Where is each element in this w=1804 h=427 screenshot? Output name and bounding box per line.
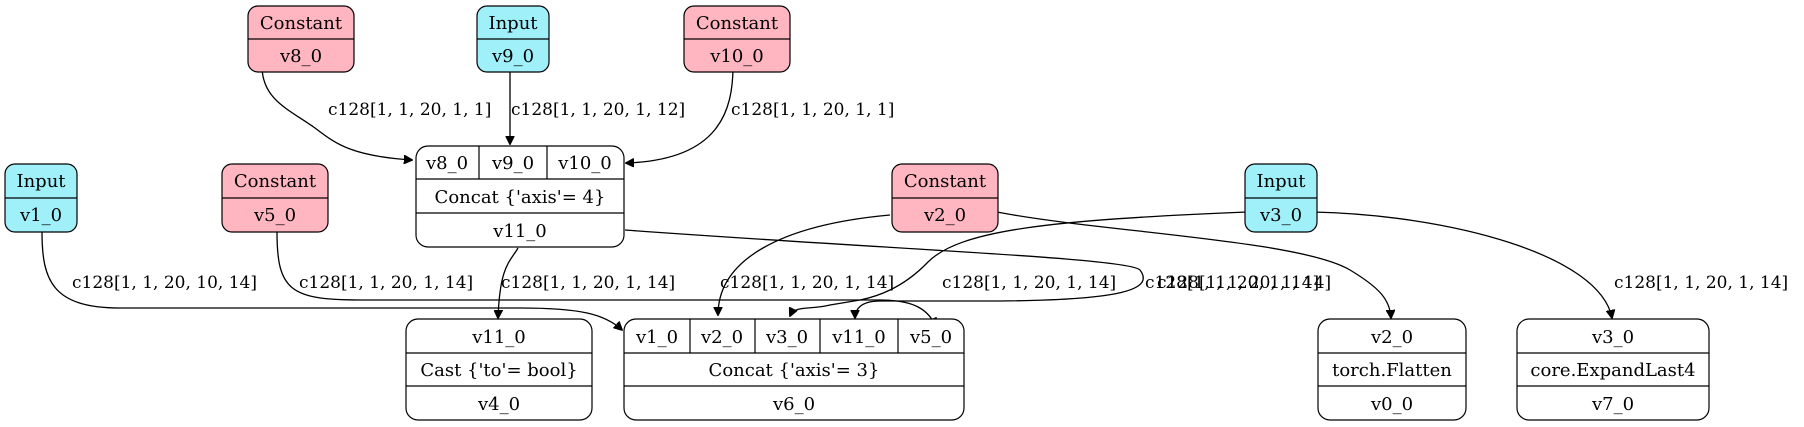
- node-kind: Input: [16, 171, 66, 192]
- input-port: v9_0: [491, 153, 534, 174]
- node-kind: Constant: [234, 171, 317, 192]
- input-port: v5_0: [909, 327, 952, 348]
- output-name: v11_0: [492, 221, 547, 242]
- edge-label-v10: c128[1, 1, 20, 1, 1]: [731, 100, 894, 120]
- node-name: v8_0: [279, 46, 322, 67]
- edge-label-v1: c128[1, 1, 20, 10, 14]: [72, 273, 257, 293]
- output-name: v4_0: [477, 394, 520, 415]
- node-v1-input[interactable]: Input v1_0: [4, 163, 78, 233]
- edge-label-v11-concat: c128[1, 1, 20, 1, 14]: [1145, 273, 1319, 293]
- node-name: v10_0: [709, 46, 764, 67]
- op-label: Concat {'axis'= 4}: [435, 187, 606, 208]
- node-v5-constant[interactable]: Constant v5_0: [221, 163, 329, 233]
- node-v8-constant[interactable]: Constant v8_0: [247, 5, 355, 73]
- edge-v11-to-cast4: [498, 247, 519, 318]
- node-v2-constant[interactable]: Constant v2_0: [891, 163, 999, 233]
- node-flatten-v0[interactable]: v2_0 torch.Flatten v0_0: [1317, 318, 1467, 421]
- op-label: Cast {'to'= bool}: [420, 360, 577, 381]
- node-name: v3_0: [1259, 205, 1302, 226]
- output-name: v7_0: [1591, 394, 1634, 415]
- edge-label-v2-flatten: c128[1, 1, 20, 1, 14]: [1157, 273, 1331, 293]
- node-v9-input[interactable]: Input v9_0: [476, 5, 550, 73]
- edges: c128[1, 1, 20, 1, 1] c128[1, 1, 20, 1, 1…: [41, 65, 1788, 330]
- output-name: v0_0: [1370, 394, 1413, 415]
- node-kind: Constant: [260, 13, 343, 34]
- node-kind: Constant: [696, 13, 779, 34]
- op-label: Concat {'axis'= 3}: [709, 360, 880, 381]
- node-cast-v4[interactable]: v11_0 Cast {'to'= bool} v4_0: [405, 318, 593, 421]
- node-concat-v6[interactable]: v1_0 v2_0 v3_0 v11_0 v5_0 Concat {'axis'…: [623, 318, 965, 421]
- edge-label-v3-expand: c128[1, 1, 20, 1, 14]: [1614, 273, 1788, 293]
- edge-v2-to-concat6: [718, 214, 891, 315]
- input-port: v1_0: [635, 327, 678, 348]
- node-expand-v7[interactable]: v3_0 core.ExpandLast4 v7_0: [1516, 318, 1710, 421]
- input-port: v3_0: [765, 327, 808, 348]
- input-port: v2_0: [1370, 327, 1413, 348]
- input-port: v3_0: [1591, 327, 1634, 348]
- edge-label-v9: c128[1, 1, 20, 1, 12]: [511, 100, 685, 120]
- edge-label-v11-cast: c128[1, 1, 20, 1, 14]: [501, 273, 675, 293]
- output-name: v6_0: [772, 394, 815, 415]
- edge-v8-to-concat11: [261, 65, 412, 160]
- node-kind: Input: [1256, 171, 1306, 192]
- edge-label-v3-concat: c128[1, 1, 20, 1, 14]: [942, 273, 1116, 293]
- node-name: v2_0: [923, 205, 966, 226]
- edge-v1-to-concat6: [41, 231, 622, 330]
- input-port: v10_0: [557, 153, 612, 174]
- input-port: v2_0: [700, 327, 743, 348]
- node-kind: Input: [488, 13, 538, 34]
- node-name: v9_0: [491, 46, 534, 67]
- edge-v3-to-concat6: [790, 211, 1248, 316]
- edge-label-v5: c128[1, 1, 20, 1, 14]: [299, 273, 473, 293]
- input-port: v8_0: [425, 153, 468, 174]
- node-name: v1_0: [19, 205, 62, 226]
- op-label: torch.Flatten: [1332, 360, 1452, 381]
- op-label: core.ExpandLast4: [1530, 360, 1695, 381]
- edge-v11-to-concat6: [624, 229, 1144, 318]
- edge-v10-to-concat11: [626, 65, 734, 163]
- edge-v2-to-flatten0: [996, 211, 1391, 318]
- node-name: v5_0: [253, 205, 296, 226]
- input-port: v11_0: [471, 327, 526, 348]
- edge-label-v2-concat: c128[1, 1, 20, 1, 14]: [720, 273, 894, 293]
- edge-label-v8: c128[1, 1, 20, 1, 1]: [328, 100, 491, 120]
- node-kind: Constant: [904, 171, 987, 192]
- edge-v5-to-concat6: [276, 231, 936, 326]
- input-port: v11_0: [831, 327, 886, 348]
- edge-v3-to-expand7: [1312, 211, 1612, 318]
- node-v3-input[interactable]: Input v3_0: [1244, 163, 1318, 233]
- node-v10-constant[interactable]: Constant v10_0: [683, 5, 791, 73]
- node-concat-v11[interactable]: v8_0 v9_0 v10_0 Concat {'axis'= 4} v11_0: [415, 145, 625, 248]
